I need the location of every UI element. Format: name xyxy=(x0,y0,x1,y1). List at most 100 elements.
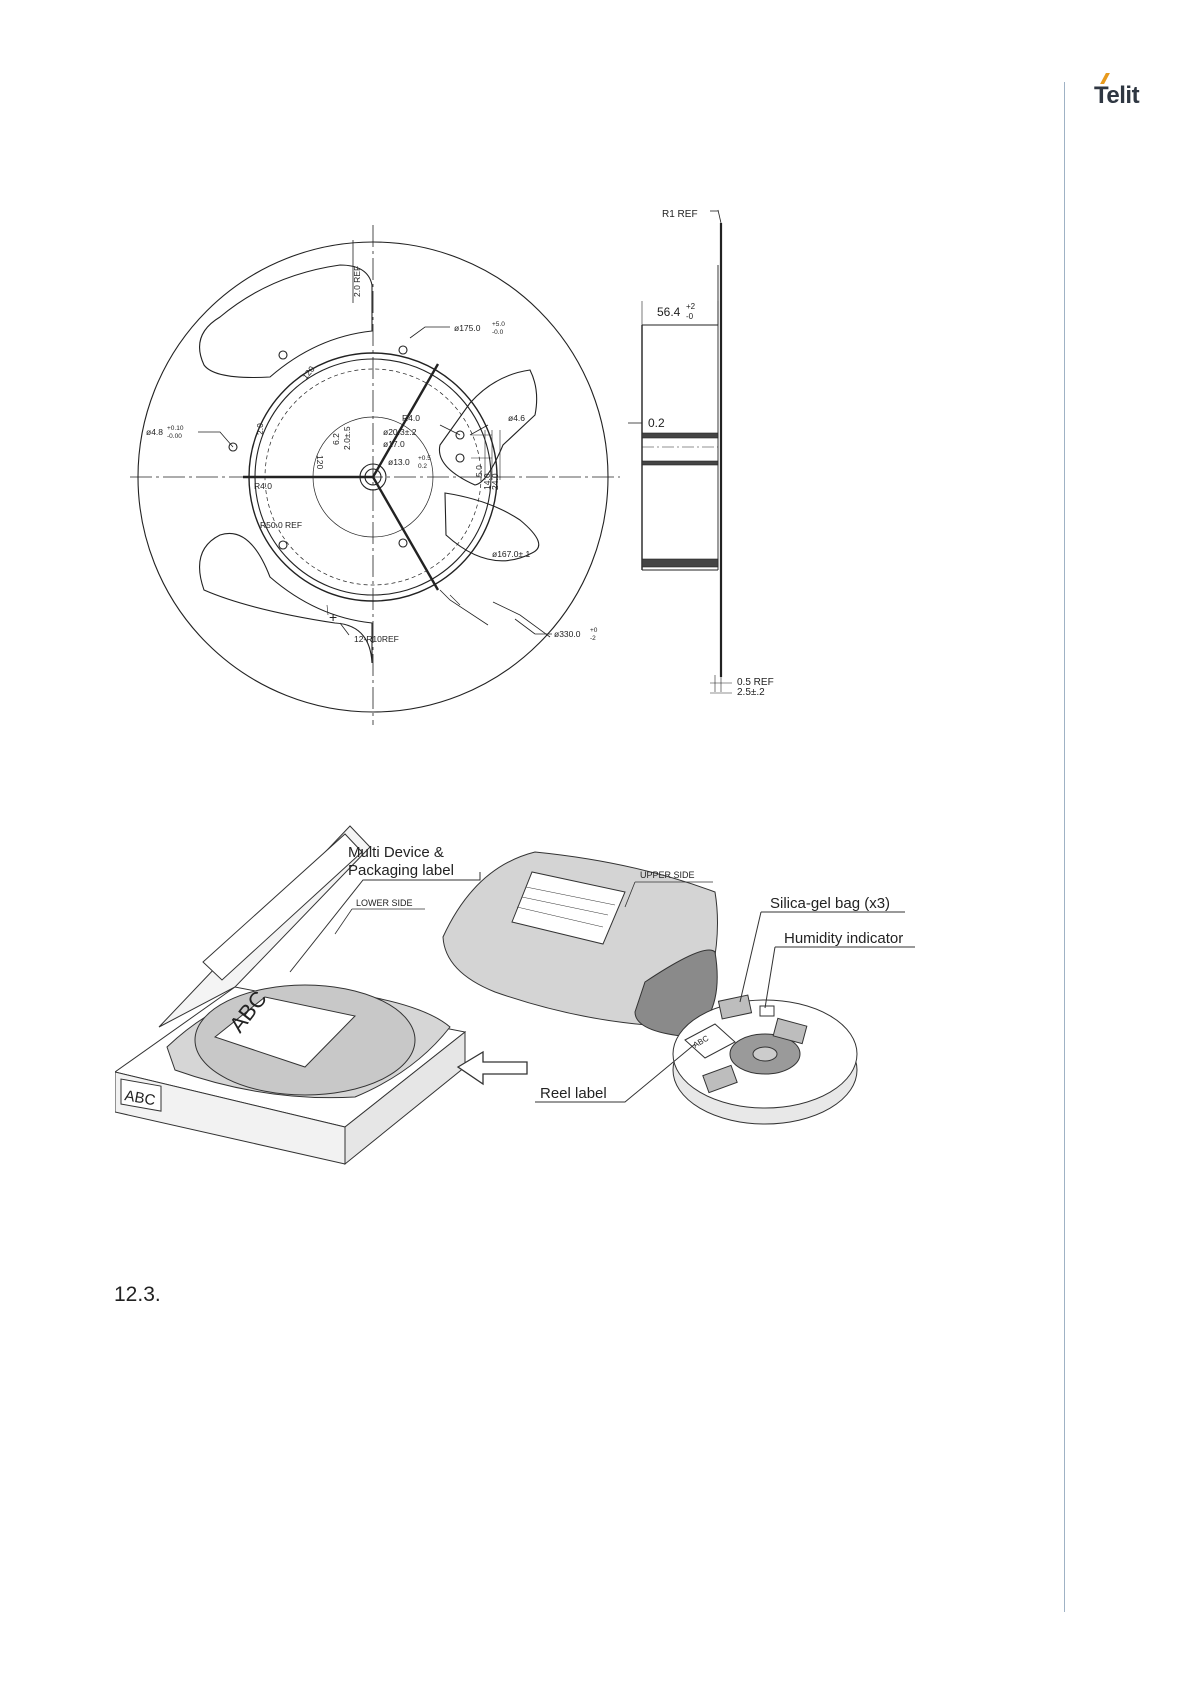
packaging-illustration-figure: Multi Device & Packaging label LOWER SID… xyxy=(113,812,995,1202)
label-upper-side: UPPER SIDE xyxy=(640,870,695,880)
label-abc-box: ABC xyxy=(123,1087,156,1109)
side-t02: 0.2 xyxy=(648,416,665,430)
dim-r4a: R4.0 xyxy=(402,413,420,423)
leader-multi-label xyxy=(289,872,481,973)
leader-d48 xyxy=(198,431,234,448)
spoke-upper xyxy=(371,363,440,478)
dim-d167: ø167.0±.1 xyxy=(492,549,530,559)
dim-d240: 24.0 xyxy=(490,473,500,490)
dim-r50: R50.0 REF xyxy=(260,520,302,530)
dim-d13-tol-plus: +0.5 xyxy=(418,455,431,462)
side-t25: 2.5±.2 xyxy=(737,687,765,698)
side-axle-bottom xyxy=(641,460,719,466)
silica-gel-bag xyxy=(772,1017,808,1045)
dim-ref20: 2.0 REF xyxy=(352,266,362,297)
sealed-bag-edge xyxy=(634,949,718,1038)
leader-d46 xyxy=(469,424,489,436)
dim-r4b: R4.0 xyxy=(254,481,272,491)
mount-hole xyxy=(398,538,408,548)
label-multi-device-line2: Packaging label xyxy=(348,862,454,879)
dim-d50: 5.0 xyxy=(474,465,484,477)
side-w564: 56.4 xyxy=(657,305,681,319)
side-r1: R1 REF xyxy=(662,209,698,220)
leader-r1 xyxy=(717,209,722,224)
label-multi-device-line1: Multi Device & xyxy=(348,844,444,861)
leader-r10 xyxy=(339,622,350,636)
leader-r4a xyxy=(439,424,461,436)
leader-silica xyxy=(739,911,762,1003)
label-silica-gel: Silica-gel bag (x3) xyxy=(770,895,890,912)
dim-a120-top: 120 xyxy=(300,364,317,382)
dim-r10: 12-R10REF xyxy=(354,634,399,644)
bag-label-text-line xyxy=(525,886,616,906)
reel-label-sticker xyxy=(684,1023,736,1059)
dim-d46: ø4.6 xyxy=(508,413,525,423)
dim-d20t: 2.0±.5 xyxy=(342,426,352,450)
leader-d330-b xyxy=(514,618,536,635)
dim-d17: ø17.0 xyxy=(383,439,405,449)
bag-label-text-line xyxy=(521,896,609,916)
side-w564-tol-minus: -0 xyxy=(686,312,694,321)
window-lower-left xyxy=(199,532,373,664)
side-w564-tol-plus: +2 xyxy=(686,302,696,311)
side-axle-top xyxy=(641,432,719,439)
mount-hole xyxy=(278,350,288,360)
side-base-band xyxy=(641,558,719,568)
dim-d13: ø13.0 xyxy=(388,457,410,467)
mount-hole xyxy=(228,442,238,452)
telit-logo: Telit xyxy=(1094,73,1140,110)
dim-d330: ø330.0 xyxy=(554,629,581,639)
dim-d13-tol-minus: 0.2 xyxy=(418,463,427,470)
mount-hole xyxy=(398,345,408,355)
dim-d62: 6.2 xyxy=(331,433,341,445)
mount-hole xyxy=(278,540,288,550)
dim-d48-tol-plus: +0.10 xyxy=(167,425,184,432)
dim-d175-tol-minus: -0.0 xyxy=(492,329,504,336)
dim-d140: 14.0 xyxy=(482,473,492,490)
reel-core xyxy=(752,1046,778,1062)
dim-d20v: 2.0 xyxy=(255,423,265,435)
leader-upper-side xyxy=(624,881,636,908)
dim-d203: ø20.3±.2 xyxy=(383,427,417,437)
box-abc-plate xyxy=(120,1078,162,1112)
packaging-label-sticker xyxy=(213,996,356,1068)
window-right xyxy=(438,369,538,486)
dim-d48-tol-minus: -0.00 xyxy=(167,433,182,440)
label-lower-side: LOWER SIDE xyxy=(356,898,413,908)
dim-d175: ø175.0 xyxy=(454,323,481,333)
spoke-lower xyxy=(371,476,440,591)
plus-marker: + xyxy=(329,609,337,625)
packaging-illustration-svg: Multi Device & Packaging label LOWER SID… xyxy=(113,825,915,1166)
window-upper-left xyxy=(199,264,373,378)
bag-label-text-line xyxy=(516,906,604,928)
leader-d175 xyxy=(409,326,450,339)
window-right-lower xyxy=(444,492,540,562)
leader-d330 xyxy=(492,601,551,638)
dim-tick xyxy=(449,594,461,606)
dim-d330-tol-plus: +0 xyxy=(590,627,598,634)
dim-d175-tol-plus: +5.0 xyxy=(492,321,505,328)
leader-humidity xyxy=(764,946,776,1009)
dim-d48: ø4.8 xyxy=(146,427,163,437)
mount-hole xyxy=(455,453,465,463)
section-number: 12.3. xyxy=(114,1283,161,1306)
label-humidity-indicator: Humidity indicator xyxy=(784,930,903,947)
mount-hole xyxy=(455,430,465,440)
right-margin-rule xyxy=(1064,82,1065,1612)
reel-drawing-svg: + ø175.0 +5.0 -0.0 2.0 REF ø4.8 +0.10 -0… xyxy=(130,209,774,725)
label-reel-label: Reel label xyxy=(540,1085,607,1102)
side-t05: 0.5 REF xyxy=(737,677,774,688)
dim-d330-tol-minus: -2 xyxy=(590,635,596,642)
dim-tick xyxy=(326,604,329,616)
box-lid-inner xyxy=(202,833,363,981)
silica-gel-bag xyxy=(717,994,753,1020)
dim-a120-bot: 120 xyxy=(315,455,325,469)
humidity-indicator-card xyxy=(759,1005,775,1017)
leader-d167 xyxy=(439,589,489,626)
logo-text: Telit xyxy=(1094,82,1140,109)
direction-arrow xyxy=(456,1050,528,1086)
leader-reel-label xyxy=(535,1043,696,1103)
reel-drawing-figure: + ø175.0 +5.0 -0.0 2.0 REF ø4.8 +0.10 -0… xyxy=(120,205,860,750)
leader-lower-side xyxy=(334,908,353,935)
silica-gel-bag xyxy=(702,1064,738,1094)
